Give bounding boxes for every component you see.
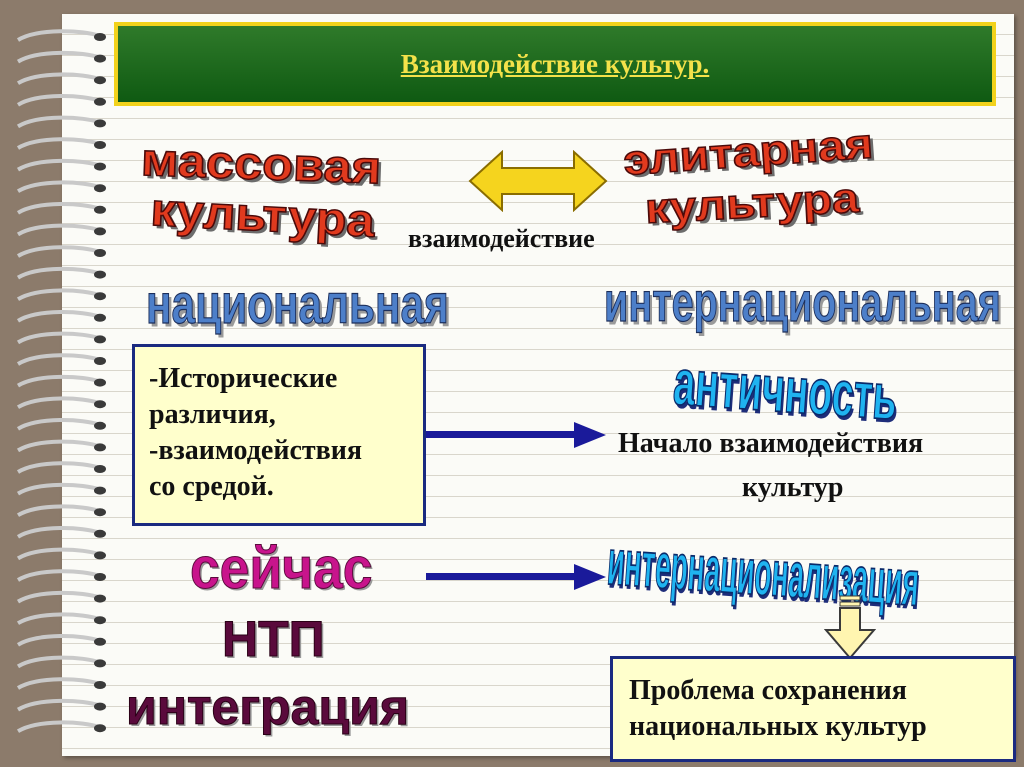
spiral-ring [16, 310, 101, 323]
down-arrow [824, 595, 876, 660]
binding-hole [94, 141, 106, 149]
spiral-ring [16, 72, 101, 85]
spiral-ring [16, 245, 101, 258]
spiral-ring [16, 180, 101, 193]
binding-hole [94, 357, 106, 365]
spiral-ring [16, 288, 101, 301]
spiral-ring [16, 331, 101, 345]
international-heading: интернациональная [604, 270, 1002, 333]
binding-hole [94, 205, 106, 214]
national-heading: национальная [146, 272, 450, 335]
binding-hole [94, 400, 106, 409]
double-arrow [468, 150, 608, 212]
title-bar: Взаимодействие культур. [114, 22, 996, 106]
spiral-ring [16, 418, 101, 431]
spiral-ring [16, 374, 101, 388]
notebook-page [62, 14, 1014, 756]
binding-hole [94, 443, 106, 452]
mass-culture-word2: культура [149, 182, 377, 247]
problem-line2: национальных культур [629, 711, 927, 742]
binding-hole [94, 313, 106, 322]
elite-culture-word2: культура [643, 173, 861, 233]
binding-hole [94, 486, 106, 495]
spiral-ring [16, 569, 101, 582]
spiral-ring [16, 461, 101, 474]
binding-hole [94, 465, 106, 473]
spiral-ring [16, 439, 101, 453]
arrow-to-beginning [426, 422, 606, 448]
spiral-ring [16, 526, 101, 539]
binding-hole [94, 616, 106, 625]
binding-hole [94, 508, 106, 517]
spiral-ring [16, 698, 101, 712]
spiral-ring [16, 396, 101, 409]
antiquity-heading: античность [671, 345, 901, 434]
binding-hole [94, 659, 106, 668]
spiral-ring [16, 50, 101, 64]
spiral-ring [16, 223, 101, 237]
spiral-ring [16, 547, 101, 561]
binding-hole [94, 33, 106, 41]
historical-line1: -Исторические [149, 363, 338, 394]
problem-box: Проблема сохранения национальных культур [610, 656, 1016, 762]
binding-hole [94, 637, 106, 646]
binding-hole [94, 421, 106, 430]
spiral-ring [16, 353, 101, 366]
historical-line3: -взаимодействия [149, 435, 363, 466]
binding-hole [94, 573, 106, 581]
binding-hole [94, 54, 106, 63]
spiral-ring [16, 266, 101, 280]
spiral-ring [16, 504, 101, 517]
binding-hole [94, 335, 106, 344]
ntp-heading: НТП [222, 611, 326, 667]
binding-hole [94, 249, 106, 257]
beginning-label-line1: Начало взаимодействия [618, 428, 924, 459]
spiral-ring [16, 202, 101, 215]
spiral-ring [16, 115, 101, 129]
spiral-ring [16, 634, 101, 647]
binding-hole [94, 681, 106, 689]
slide-title: Взаимодействие культур. [400, 48, 710, 79]
spiral-ring [16, 94, 101, 107]
spiral-ring [16, 655, 101, 669]
binding-hole [94, 76, 106, 85]
binding-hole [94, 702, 106, 711]
spiral-ring [16, 612, 101, 625]
binding-hole [94, 184, 106, 193]
spiral-ring [16, 29, 101, 42]
spiral-ring [16, 590, 101, 604]
binding-hole [94, 119, 106, 128]
binding-hole [94, 97, 106, 106]
binding-hole [94, 270, 106, 279]
historical-line4: со средой. [149, 471, 274, 502]
problem-line1: Проблема сохранения [629, 675, 907, 706]
arrow-to-internationalization [426, 564, 606, 590]
binding-hole [94, 529, 106, 538]
binding-hole [94, 724, 106, 733]
spiral-ring [16, 482, 101, 496]
binding-hole [94, 378, 106, 387]
binding-hole [94, 551, 106, 560]
spiral-ring [16, 137, 101, 150]
binding-hole [94, 594, 106, 603]
historical-box: -Исторические различия, -взаимодействия … [132, 344, 426, 526]
binding-hole [94, 162, 106, 171]
spiral-ring [16, 677, 101, 690]
now-heading: сейчас [190, 536, 373, 601]
integration-heading: интеграция [125, 679, 410, 735]
spiral-ring [16, 158, 101, 172]
spiral-binding [16, 29, 106, 733]
interaction-label: взаимодействие [408, 224, 595, 253]
historical-line2: различия, [149, 399, 276, 430]
beginning-label-line2: культур [742, 472, 844, 503]
binding-hole [94, 292, 106, 301]
spiral-ring [16, 720, 101, 733]
mass-culture-word1: массовая [140, 132, 383, 194]
binding-hole [94, 227, 106, 236]
